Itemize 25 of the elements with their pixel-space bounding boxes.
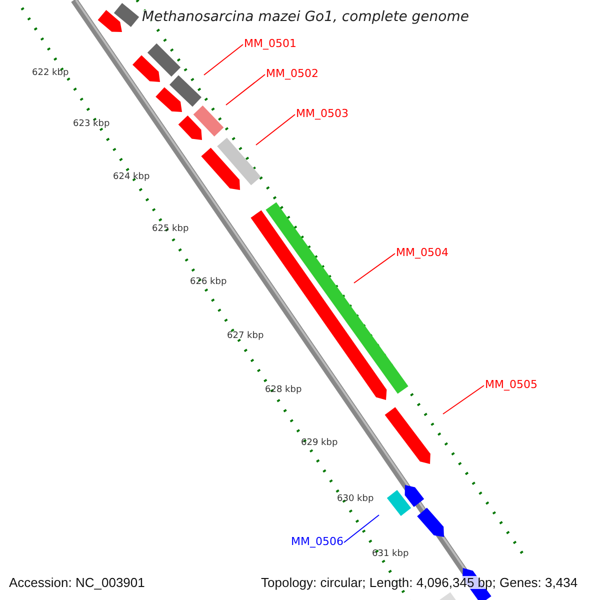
tick-label: 629 kbp — [301, 439, 338, 448]
tick-label: 623 kbp — [73, 120, 110, 129]
tick-label: 630 kbp — [337, 495, 374, 504]
leader-line — [256, 114, 296, 146]
tick-label: 627 kbp — [227, 332, 264, 341]
tick-label: 622 kbp — [32, 69, 69, 78]
leader-line — [204, 44, 244, 76]
gene-label: MM_0503 — [296, 108, 348, 119]
leader-line — [442, 385, 484, 414]
gene-label: MM_0506 — [291, 536, 344, 547]
tick-label: 625 kbp — [152, 225, 189, 234]
tick-label: 626 kbp — [190, 278, 227, 287]
gene-label: MM_0505 — [485, 379, 538, 390]
footer-text: Topology: circular; Length: 4,096,345 bp; Genes: 3,434 — [261, 576, 578, 589]
gene-label: MM_0504 — [396, 247, 448, 258]
tick-label: 628 kbp — [265, 386, 302, 395]
tick-label: 624 kbp — [113, 173, 150, 182]
gene-label: MM_0502 — [266, 68, 318, 79]
footer-text: Accession: NC_003901 — [9, 576, 145, 589]
leader-line — [354, 253, 396, 284]
gene-label: MM_0501 — [244, 38, 296, 49]
genome-title: Methanosarcina mazei Go1, complete genome — [142, 10, 469, 24]
leader-line — [226, 74, 266, 106]
leader-line — [344, 514, 380, 543]
tick-label: 631 kbp — [372, 550, 409, 559]
